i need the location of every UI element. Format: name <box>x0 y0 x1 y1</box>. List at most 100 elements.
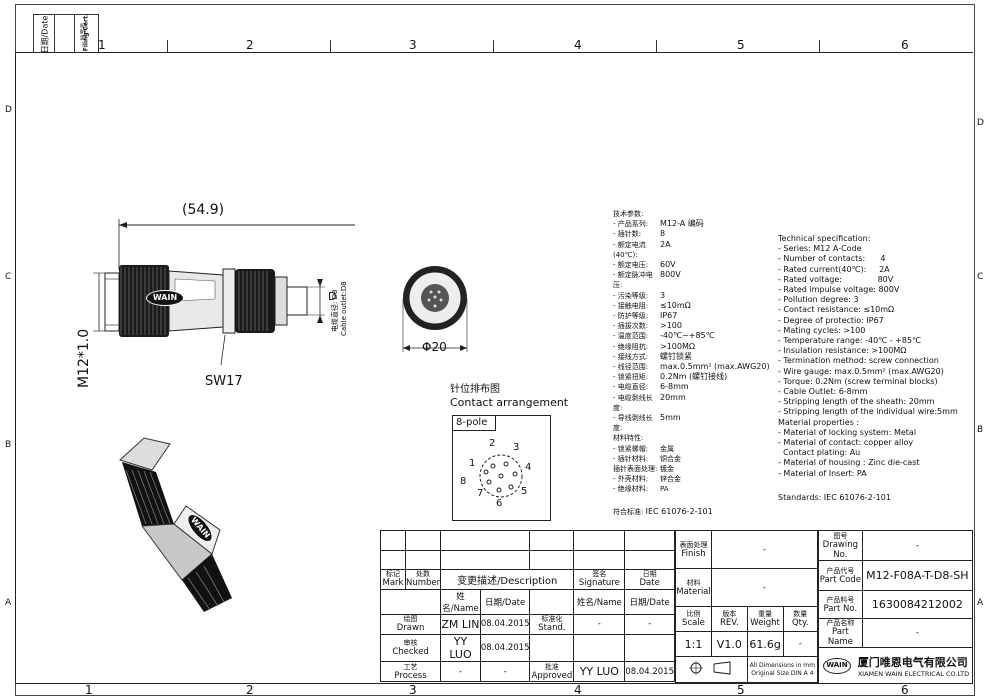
zone-top-2: 2 <box>246 38 254 52</box>
spec-zh-line: - 产品系列:M12-A 编码 <box>613 219 788 229</box>
zone-top-1: 1 <box>98 38 106 52</box>
spec-zh-key: - 额定电压: <box>613 261 649 270</box>
spec-en-standard: Standards: IEC 61076-2-101 <box>778 492 891 502</box>
spec-zh-material-title: 材料特性: <box>613 434 644 443</box>
spec-zh-value: 60V <box>660 260 676 270</box>
sig-zh: 签名 <box>592 570 607 579</box>
company-en: XIAMEN WAIN ELECTRICAL CO.LTD <box>857 669 970 678</box>
process-en: Process <box>394 670 427 681</box>
weight-en: Weight <box>750 618 780 628</box>
qty-val: - <box>782 631 819 657</box>
spec-zh-material-value: PA <box>660 485 669 494</box>
spec-en-line: - Stripping length of the sheath: 20mm <box>778 397 935 407</box>
spec-en-line: - Material of Insert: PA <box>778 468 867 478</box>
spec-zh-value: M12-A 编码 <box>660 219 704 229</box>
spec-zh-line: - 额定脉冲电压:800V <box>613 270 788 290</box>
spec-zh-material-value: 镀金 <box>660 465 674 474</box>
drawn-name: ZM LIN <box>440 614 481 635</box>
spec-zh-line: - 导线剥线长度:5mm <box>613 413 788 433</box>
spec-zh-material-line: - 锁紧螺帽:金属 <box>613 444 788 454</box>
number-zh: 处数 <box>416 570 431 579</box>
spec-zh-material-value: 铜合金 <box>660 454 681 463</box>
spec-zh-key: - 插拔次数: <box>613 322 649 331</box>
zone-bottom-6: 6 <box>901 683 909 697</box>
spec-en-line: - Insulation resistance: >100MΩ <box>778 346 907 356</box>
drawn-en: Drawn <box>396 623 425 634</box>
rev-val: V1.0 <box>710 631 748 657</box>
pin-4: 4 <box>525 462 532 473</box>
mark-zh: 标记 <box>385 570 400 579</box>
finish-val: - <box>710 530 819 569</box>
pin-6: 6 <box>496 498 503 509</box>
pin-7: 7 <box>477 488 484 499</box>
spec-zh-key: - 温度范围: <box>613 332 649 341</box>
spec-en-line: - Torque: 0.2Nm (screw terminal blocks) <box>778 376 938 386</box>
spec-en-line: - Number of contacts: 4 <box>778 254 886 264</box>
part-name-zh: 产品名称 <box>826 619 855 627</box>
spec-zh-standard-k: 符合标准: <box>613 507 644 516</box>
spec-zh-value: >100 <box>660 321 682 331</box>
checked-date: 08.04.2015 <box>479 633 531 663</box>
spec-zh-value: 6-8mm <box>660 382 689 392</box>
spec-zh-value: >100MΩ <box>660 341 695 351</box>
rev-en: REV. <box>719 618 739 628</box>
stand-en: Stand. <box>538 623 566 634</box>
wrench-size: SW17 <box>205 374 243 389</box>
zone-bottom-3: 3 <box>409 683 417 697</box>
spec-en-line: - Temperature range: -40℃ - +85℃ <box>778 336 922 346</box>
projection-symbol <box>675 656 748 683</box>
dims-note2: Original Size DIN A 4 <box>751 669 814 677</box>
drawing-no-en: Drawing No. <box>822 539 859 560</box>
zone-bottom-2: 2 <box>246 683 254 697</box>
spec-en-line: - Rated current(40℃): 2A <box>778 264 890 274</box>
name-hdr-1: 姓名/Name <box>440 588 481 616</box>
spec-zh-material-line: - 绝缘材料:PA <box>613 484 788 494</box>
scale-en: Scale <box>682 618 705 628</box>
cable-note-zh: 电缆直径: D8 <box>331 289 339 332</box>
material-en: Material <box>676 586 711 597</box>
spec-zh-key: - 污染等级: <box>613 291 649 300</box>
spec-zh-key: - 插针数: <box>613 230 642 239</box>
spec-zh-key: - 额定电流(40℃): <box>613 240 646 259</box>
spec-zh-value: 3 <box>660 290 666 300</box>
qty-en: Qty. <box>791 618 809 628</box>
connector-side-view <box>93 219 355 366</box>
material-val: - <box>710 568 819 607</box>
spec-zh-value: -40℃~+85℃ <box>660 331 715 341</box>
projection-icon <box>689 661 731 675</box>
zone-left-a: A <box>5 598 12 608</box>
zone-right-b: B <box>977 425 984 435</box>
zone-left-d: D <box>5 105 12 115</box>
process-date: - <box>479 661 531 682</box>
spec-en-line: - Material of contact: copper alloy <box>778 438 914 448</box>
company-zh: 厦门唯恩电气有限公司 <box>857 655 968 669</box>
date-hdr-1: 日期/Date <box>479 588 531 616</box>
spec-zh-material-value: 金属 <box>660 444 674 453</box>
connector-3d-view <box>119 437 232 612</box>
spec-zh-value: 2A <box>660 239 671 249</box>
contact-box: 8-pole 1 2 3 4 5 6 7 8 <box>452 415 551 521</box>
spec-en-line: - Material of housing : Zinc die-cast <box>778 458 920 468</box>
drawing-frame <box>15 52 973 684</box>
spec-zh-line: - 接线方式:螺钉锁紧 <box>613 352 788 362</box>
drawn-zh: 绘图 <box>403 615 418 624</box>
spec-zh-key: - 接触电阻: <box>613 301 649 310</box>
spec-zh-line: - 温度范围: -40℃~+85℃ <box>613 331 788 341</box>
filing-date-label: 日期/Date <box>40 15 50 54</box>
dims-note1: All Dimensions in mm <box>749 661 815 669</box>
spec-en-line: - Rated voltage: 80V <box>778 274 894 284</box>
zone-top-6: 6 <box>901 38 909 52</box>
checked-en: Checked <box>392 647 429 658</box>
qty-zh: 数量 <box>793 610 808 618</box>
spec-zh-material-key: - 插针材料: <box>613 454 649 463</box>
zone-top-5: 5 <box>737 38 745 52</box>
spec-zh-line: - 线径范围:max.0.5mm² (max.AWG20) <box>613 362 788 372</box>
checked-zh: 审核 <box>403 639 418 648</box>
name-hdr-2: 姓名/Name <box>573 588 626 616</box>
zone-top-4: 4 <box>574 38 582 52</box>
spec-zh-key: - 导线剥线长度: <box>613 414 653 433</box>
spec-zh-value: 20mm <box>660 392 686 402</box>
